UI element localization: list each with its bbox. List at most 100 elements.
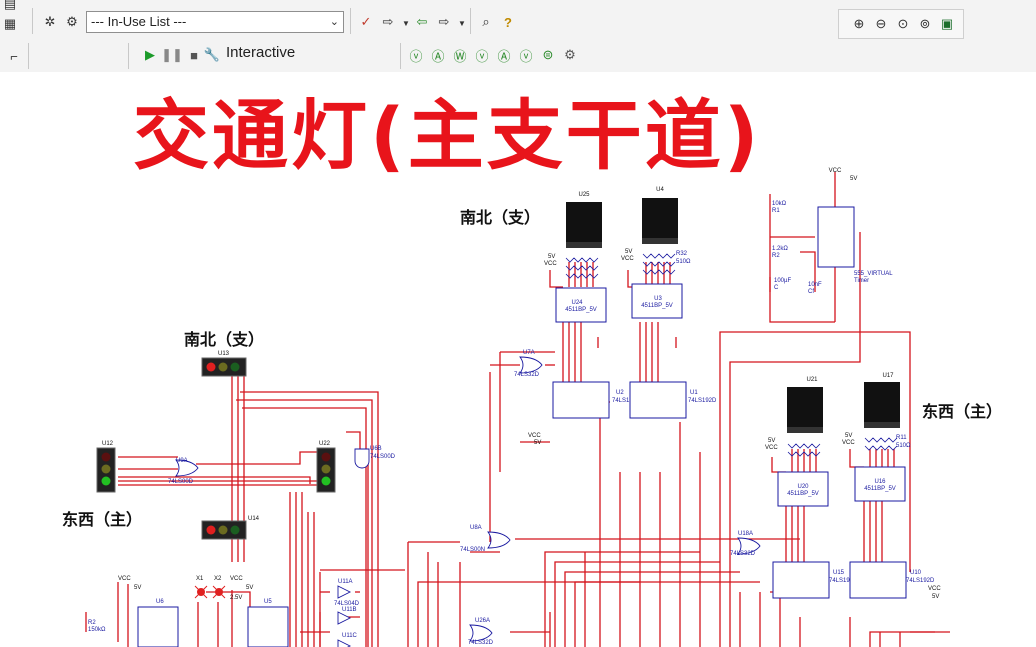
decoder-u20-label: U20 bbox=[797, 484, 809, 490]
display-u17-label: U17 bbox=[882, 373, 894, 379]
cf-label: Cf bbox=[808, 289, 814, 295]
tree-icon[interactable]: ▦ bbox=[3, 16, 17, 31]
u11a-label: U11A bbox=[338, 579, 353, 585]
probe-wave-icon[interactable]: ⊜ bbox=[542, 47, 554, 62]
erc-icon[interactable]: ✓ bbox=[360, 14, 372, 29]
probe-diff-icon[interactable]: ⓥ bbox=[475, 48, 489, 64]
cf-value: 10nF bbox=[808, 282, 822, 288]
display-u21-label: U21 bbox=[806, 377, 818, 383]
display-u25: U25 bbox=[566, 192, 602, 248]
probe-x1: X1 bbox=[194, 576, 208, 599]
decoder-u3-label: U3 bbox=[654, 296, 662, 302]
counter-u15: U15 74LS192D bbox=[772, 561, 858, 599]
vcc-label-5: VCC bbox=[528, 433, 541, 439]
zoom-fit-icon[interactable]: ⊚ bbox=[919, 16, 931, 31]
traffic-light-u14: U14 bbox=[201, 516, 260, 540]
pause-icon[interactable]: ❚❚ bbox=[161, 47, 183, 62]
vcc-5v-4: 5V bbox=[845, 433, 852, 439]
gate-u11a bbox=[337, 585, 352, 599]
c-value: 100µF bbox=[774, 278, 791, 284]
label-ew-left: 东西（主） bbox=[62, 510, 143, 529]
u6b-part: 74LS00D bbox=[370, 454, 396, 460]
vcc-label-7: VCC bbox=[118, 576, 131, 582]
decoder-u20-part: 4511BP_5V bbox=[787, 491, 819, 497]
vcc-5v-7: 5V bbox=[134, 585, 141, 591]
vcc-label-8: VCC bbox=[230, 576, 243, 582]
toolbar-separator bbox=[32, 8, 33, 34]
r2b-label: R2 bbox=[88, 620, 96, 626]
decoder-u3-part: 4511BP_5V bbox=[641, 303, 673, 309]
probe-ref-icon[interactable]: Ⓐ bbox=[497, 48, 511, 64]
dropdown-arrow-icon-2[interactable]: ▼ bbox=[458, 18, 466, 28]
gate-u11b bbox=[337, 611, 352, 625]
gate-u6b bbox=[354, 448, 370, 469]
zoom-out-icon[interactable]: ⊖ bbox=[875, 16, 887, 31]
u13-label: U13 bbox=[218, 351, 230, 357]
annotate-forward-icon[interactable]: ⇨ bbox=[382, 14, 394, 29]
zoom-area-icon[interactable]: ⊙ bbox=[897, 16, 909, 31]
counter-u15-part: 74LS192D bbox=[829, 578, 858, 584]
gate-u7a bbox=[519, 356, 543, 374]
timer-sublabel: Timer bbox=[854, 278, 869, 284]
u8a-label: U8A bbox=[470, 525, 482, 531]
help-icon[interactable]: ? bbox=[504, 14, 512, 30]
x1-label: X1 bbox=[196, 576, 204, 582]
u11b-label: U11B bbox=[342, 607, 357, 613]
u7a-part: 74LS32D bbox=[514, 372, 540, 378]
ic-u6-label: U6 bbox=[156, 599, 164, 605]
stop-icon[interactable]: ■ bbox=[190, 47, 198, 63]
probe-digital-icon[interactable]: ⓥ bbox=[519, 48, 533, 64]
decoder-u24-label: U24 bbox=[571, 300, 583, 306]
probe-current-icon[interactable]: Ⓐ bbox=[431, 48, 445, 64]
counter-u1-label: U1 bbox=[690, 390, 698, 396]
full-screen-icon[interactable]: ▣ bbox=[940, 16, 954, 31]
traffic-light-u22: U22 bbox=[316, 441, 336, 493]
schematic-drawing: U25 U4 U21 U17 R32 510Ω R11 510Ω U24 451… bbox=[85, 168, 950, 647]
logic-gates bbox=[175, 356, 761, 647]
probe-power-icon[interactable]: Ⓦ bbox=[453, 48, 467, 64]
r1-label: R1 bbox=[772, 208, 780, 214]
c-label: C bbox=[774, 285, 779, 291]
u26a-label: U26A bbox=[475, 618, 490, 624]
ic-u5: U5 bbox=[247, 599, 289, 647]
u22-label: U22 bbox=[319, 441, 331, 447]
counter-u1-part: 74LS192D bbox=[688, 398, 717, 404]
hierarchy-icon[interactable]: ✲ bbox=[44, 14, 56, 29]
schematic-canvas[interactable] bbox=[0, 72, 1036, 647]
r1-value: 10kΩ bbox=[772, 201, 787, 207]
counter-u10: U10 74LS192D bbox=[849, 561, 935, 599]
display-u4-label: U4 bbox=[656, 187, 664, 193]
back-annotate-icon[interactable]: ⇦ bbox=[416, 14, 428, 29]
database-icon[interactable]: ⚙ bbox=[66, 14, 78, 29]
timer-vcc: VCC bbox=[829, 168, 842, 174]
decoder-u20: U20 4511BP_5V bbox=[777, 471, 829, 507]
dropdown-arrow-icon[interactable]: ▼ bbox=[402, 18, 410, 28]
counter-u2-label: U2 bbox=[616, 390, 624, 396]
wrench-icon[interactable]: 🔧 bbox=[203, 47, 221, 62]
counter-u1: U1 74LS192D bbox=[629, 381, 717, 419]
run-icon[interactable]: ▶ bbox=[145, 47, 155, 62]
probe-settings-icon[interactable]: ⚙ bbox=[564, 47, 576, 62]
page-title: 交通灯(主支干道) bbox=[133, 91, 762, 180]
vcc-5v-3: 5V bbox=[768, 438, 775, 444]
u11c-label: U11C bbox=[342, 633, 358, 639]
counter-u2: U2 74LS192D bbox=[552, 381, 641, 419]
x2-value: 2.5V bbox=[230, 595, 242, 601]
label-nb-top: 南北（支） bbox=[460, 208, 541, 227]
main-toolbar: ▤ ▦ ✲ ⚙ --- In-Use List --- ⌄ ✓ ⇨ ▼ ⇦ ⇨ … bbox=[0, 0, 1036, 41]
in-use-list-select[interactable]: --- In-Use List --- ⌄ bbox=[86, 11, 344, 33]
probe-voltage-icon[interactable]: ⓥ bbox=[409, 48, 423, 64]
doc-icon[interactable]: ▤ bbox=[3, 0, 17, 11]
display-u25-label: U25 bbox=[578, 192, 590, 198]
zoom-in-icon[interactable]: ⊕ bbox=[853, 16, 865, 31]
signal-icon[interactable]: ⌐ bbox=[10, 48, 18, 64]
timer-555: VCC 5V 555_VIRTUAL Timer 10kΩ R1 1.2kΩ R… bbox=[772, 168, 893, 295]
search-icon[interactable]: ⌕ bbox=[482, 14, 490, 29]
r2b-value: 150kΩ bbox=[88, 627, 106, 633]
resistor-networks bbox=[565, 253, 898, 457]
timer-5v: 5V bbox=[850, 176, 857, 182]
u11a-part: 74LS04D bbox=[334, 601, 360, 607]
counter-u2-part: 74LS192D bbox=[612, 398, 641, 404]
u7a-label: U7A bbox=[523, 350, 535, 356]
transfer-icon[interactable]: ⇨ bbox=[438, 14, 450, 29]
